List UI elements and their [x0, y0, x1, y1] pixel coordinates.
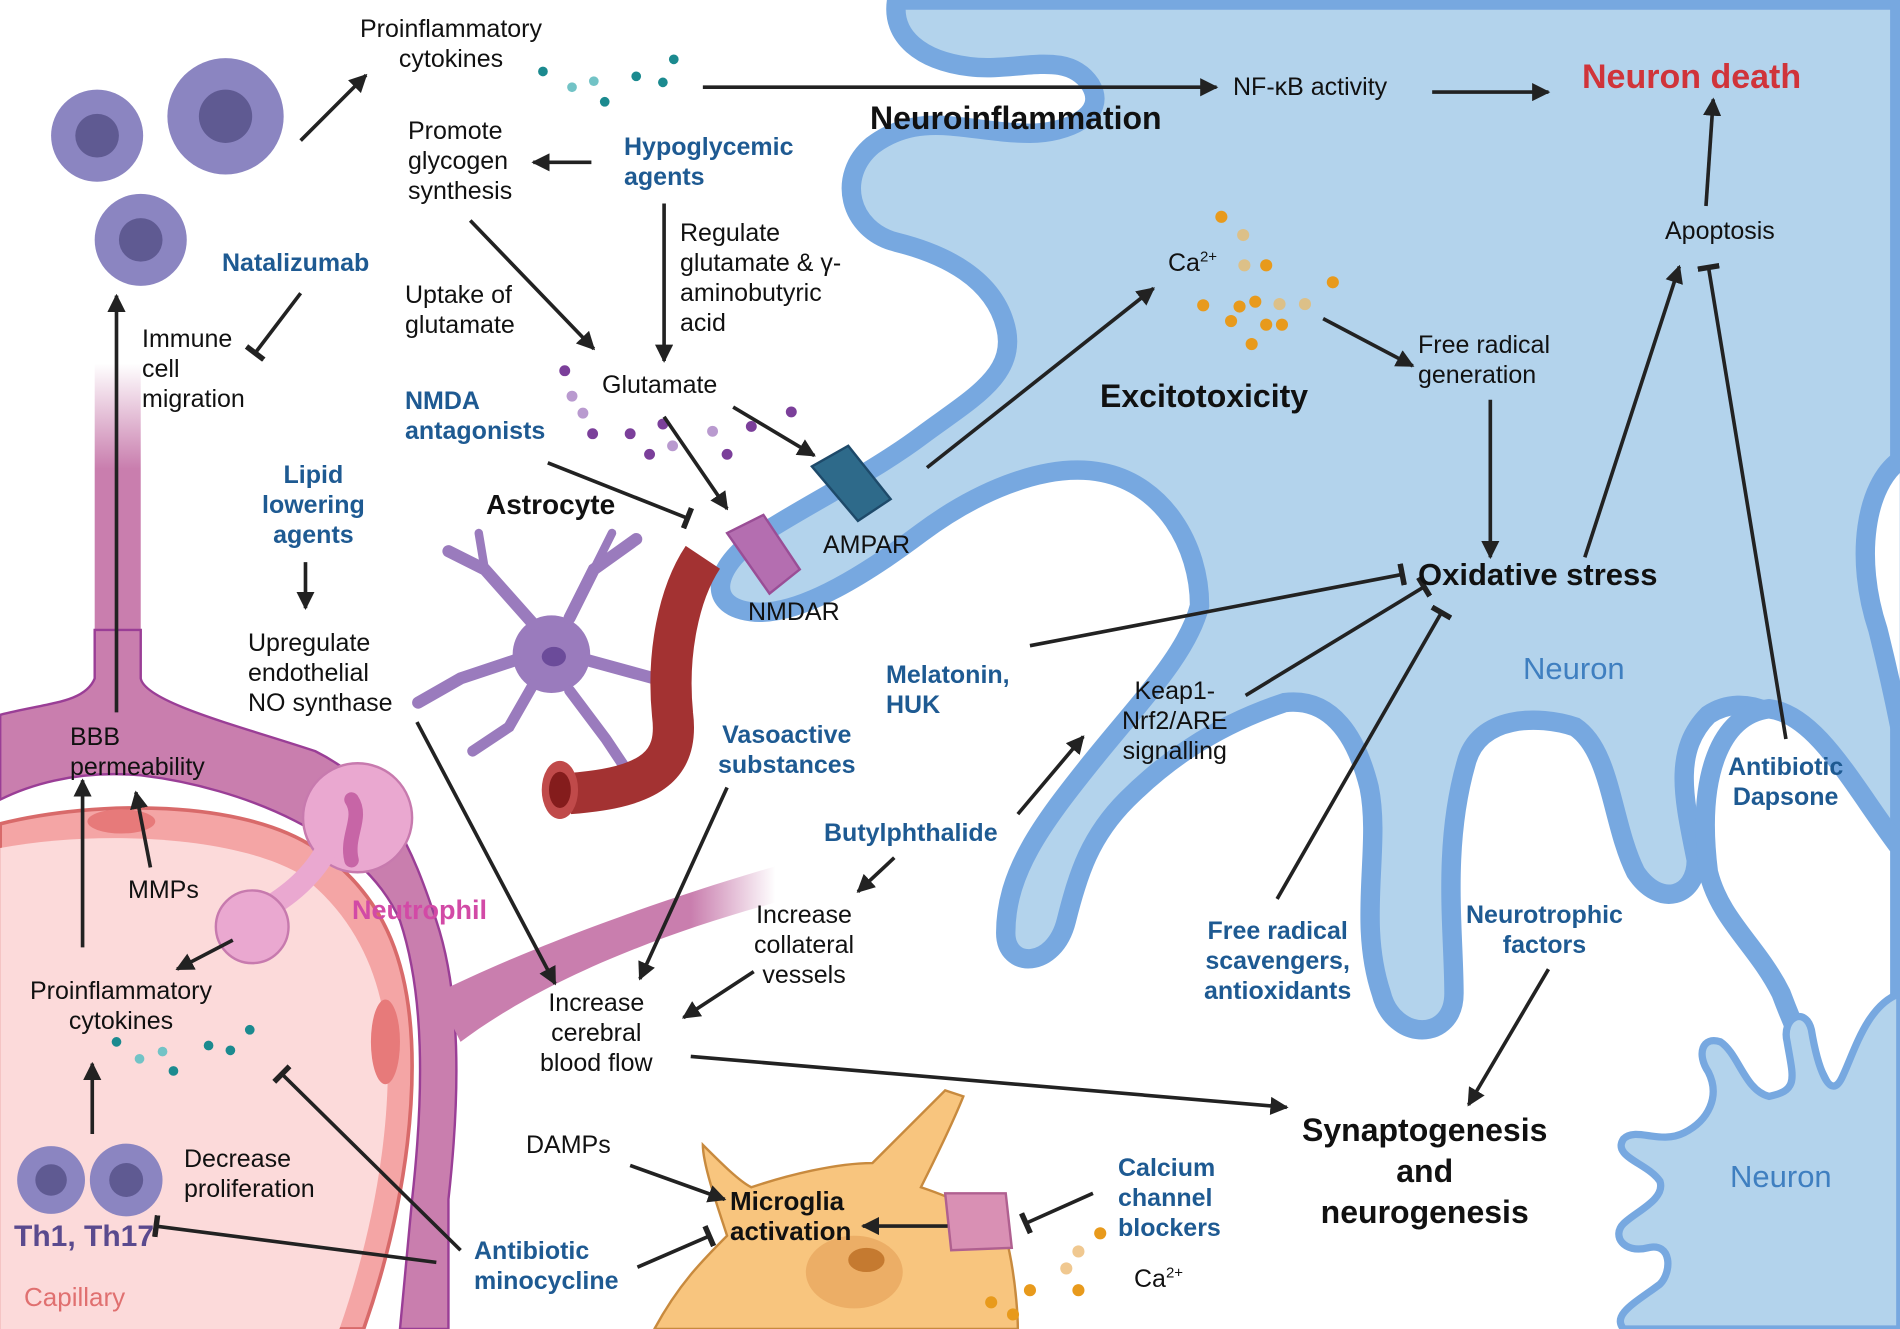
- main-neuron: [710, 0, 1900, 1229]
- arrow-ampar-to-ca: [925, 286, 1155, 470]
- label-immune-cell-migration: Immune cell migration: [142, 325, 245, 413]
- inhibit-melatonin: [1029, 563, 1407, 648]
- label-excitotoxicity: Excitotoxicity: [1100, 378, 1309, 414]
- label-uptake-glutamate: Uptake of glutamate: [405, 281, 515, 339]
- calcium-symbol: Ca: [1168, 249, 1200, 277]
- small-neuron: [1615, 989, 1900, 1329]
- arrow-nos-to-cbf: [415, 721, 557, 986]
- arrow-butyl-to-collateral: [856, 856, 896, 893]
- ampar-receptor: [810, 444, 893, 523]
- label-astrocyte: Astrocyte: [486, 489, 616, 520]
- label-neutrophil: Neutrophil: [352, 895, 487, 925]
- drug-vasoactive-substances: Vasoactive substances: [718, 721, 856, 779]
- calcium-charge-bottom: 2+: [1165, 1264, 1184, 1282]
- label-neuron-small: Neuron: [1730, 1159, 1832, 1194]
- label-free-radical-generation: Free radical generation: [1418, 331, 1550, 389]
- label-increase-cerebral-blood-flow: Increase cerebral blood flow: [540, 989, 653, 1077]
- arrow-apoptosis-to-death: [1703, 97, 1722, 207]
- label-glutamate: Glutamate: [602, 371, 718, 399]
- cytokine-dots-top: [538, 54, 679, 107]
- inhibit-keap1: [1244, 576, 1433, 697]
- drug-lipid-lowering-agents: Lipid lowering agents: [262, 461, 365, 549]
- arrow-cbf-to-synapto: [690, 1054, 1289, 1115]
- inhibit-nmda-antagonists: [547, 461, 695, 530]
- neutrophil-cell: [214, 762, 414, 965]
- nmdar-receptor: [725, 513, 802, 596]
- label-proinflammatory-cytokines-bottom: Proinflammatory cytokines: [30, 977, 212, 1035]
- label-nfkb-activity: NF-κB activity: [1233, 73, 1388, 101]
- drug-calcium-channel-blockers: Calcium channel blockers: [1118, 1154, 1221, 1242]
- inhibit-minocycline-cytokines: [272, 1064, 462, 1252]
- astrocyte-cell: [412, 528, 661, 781]
- drug-hypoglycemic-agents: Hypoglycemic agents: [624, 133, 794, 191]
- label-neuron-main: Neuron: [1523, 651, 1625, 686]
- label-neuron-death: Neuron death: [1582, 58, 1802, 96]
- drug-nmda-antagonists: NMDA antagonists: [405, 387, 546, 445]
- drug-antibiotic-dapsone: Antibiotic Dapsone: [1728, 753, 1844, 811]
- label-microglia-activation: Microglia activation: [730, 1186, 852, 1246]
- label-keap1-signalling: Keap1- Nrf2/ARE signalling: [1122, 677, 1228, 765]
- arrow-vasoactive-to-cbf: [638, 786, 729, 981]
- arrow-glycogen-to-glutamate: [468, 219, 596, 351]
- drug-melatonin-huk: Melatonin, HUK: [886, 661, 1010, 719]
- label-proinflammatory-cytokines-top: Proinflammatory cytokines: [360, 15, 542, 73]
- arrow-neurotrophic-to-synapto: [1466, 968, 1551, 1107]
- calcium-charge: 2+: [1199, 248, 1218, 266]
- arrow-oxidative-to-apoptosis: [1583, 264, 1683, 558]
- arrow-glutamate-to-nmdar: [662, 415, 729, 511]
- label-ampar: AMPAR: [823, 531, 911, 559]
- calcium-dots-microglia: [985, 1227, 1107, 1321]
- inhibit-natalizumab: [244, 292, 303, 362]
- calcium-symbol-bottom: Ca: [1134, 1265, 1166, 1293]
- inhibit-minocycline-th: [152, 1214, 437, 1265]
- pathway-arrows: [73, 73, 1788, 1269]
- arrow-damps-to-microglia: [629, 1163, 727, 1203]
- arrow-ca-to-freeradical: [1322, 317, 1415, 368]
- label-oxidative-stress: Oxidative stress: [1418, 557, 1658, 592]
- inhibit-calcium-blockers: [1019, 1191, 1094, 1235]
- arrow-cells-to-cytokines: [299, 73, 368, 142]
- calcium-dots-neuron: [1197, 210, 1339, 351]
- label-synaptogenesis: Synaptogenesis and neurogenesis: [1302, 1112, 1548, 1230]
- inhibit-dapsone: [1697, 262, 1788, 740]
- arrow-glutamate-to-ampar: [732, 405, 816, 458]
- label-bbb-permeability: BBB permeability: [70, 723, 205, 781]
- inhibit-scavengers: [1275, 604, 1453, 900]
- drug-neurotrophic-factors: Neurotrophic factors: [1466, 901, 1623, 959]
- label-capillary: Capillary: [24, 1282, 126, 1312]
- label-nmdar: NMDAR: [748, 598, 840, 626]
- label-decrease-proliferation: Decrease proliferation: [184, 1145, 315, 1203]
- label-increase-collateral: Increase collateral vessels: [754, 901, 855, 989]
- arrow-collateral-to-cbf: [681, 970, 755, 1020]
- cytokine-dots-bottom: [111, 1024, 255, 1076]
- arrow-mmps-to-bbb: [130, 790, 153, 868]
- arrow-butyl-to-keap1: [1016, 735, 1085, 816]
- label-promote-glycogen: Promote glycogen synthesis: [408, 117, 513, 205]
- label-mmps: MMPs: [128, 876, 199, 904]
- drug-natalizumab: Natalizumab: [222, 249, 370, 277]
- label-calcium-neuron: Ca2+: [1168, 248, 1217, 278]
- label-th1-th17: Th1, Th17: [14, 1220, 155, 1253]
- arrow-neutrophil-to-cytokines: [175, 938, 234, 971]
- inhibit-minocycline-microglia: [636, 1224, 717, 1269]
- arteriole: [541, 545, 721, 819]
- microglia-cell: [653, 1088, 1020, 1329]
- label-regulate-glutamate: Regulate glutamate & γ- aminobutyric aci…: [680, 219, 842, 337]
- label-damps: DAMPs: [526, 1131, 611, 1159]
- glutamate-dots: [559, 365, 797, 460]
- drug-butylphthalide: Butylphthalide: [824, 819, 998, 847]
- label-calcium-microglia: Ca2+: [1134, 1264, 1183, 1294]
- label-neuroinflammation: Neuroinflammation: [870, 100, 1162, 136]
- drug-antibiotic-minocycline: Antibiotic minocycline: [474, 1237, 619, 1295]
- drug-free-radical-scavengers: Free radical scavengers, antioxidants: [1204, 917, 1352, 1005]
- immune-cells: [17, 58, 284, 1217]
- label-upregulate-nos: Upregulate endothelial NO synthase: [248, 629, 393, 717]
- label-apoptosis: Apoptosis: [1665, 217, 1775, 245]
